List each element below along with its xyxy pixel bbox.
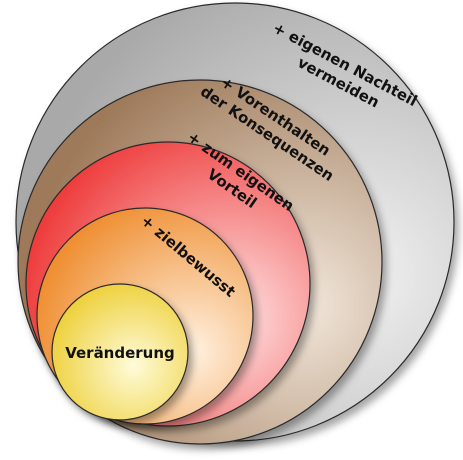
circle-core (51, 283, 189, 421)
label-core: Veränderung (65, 344, 175, 362)
